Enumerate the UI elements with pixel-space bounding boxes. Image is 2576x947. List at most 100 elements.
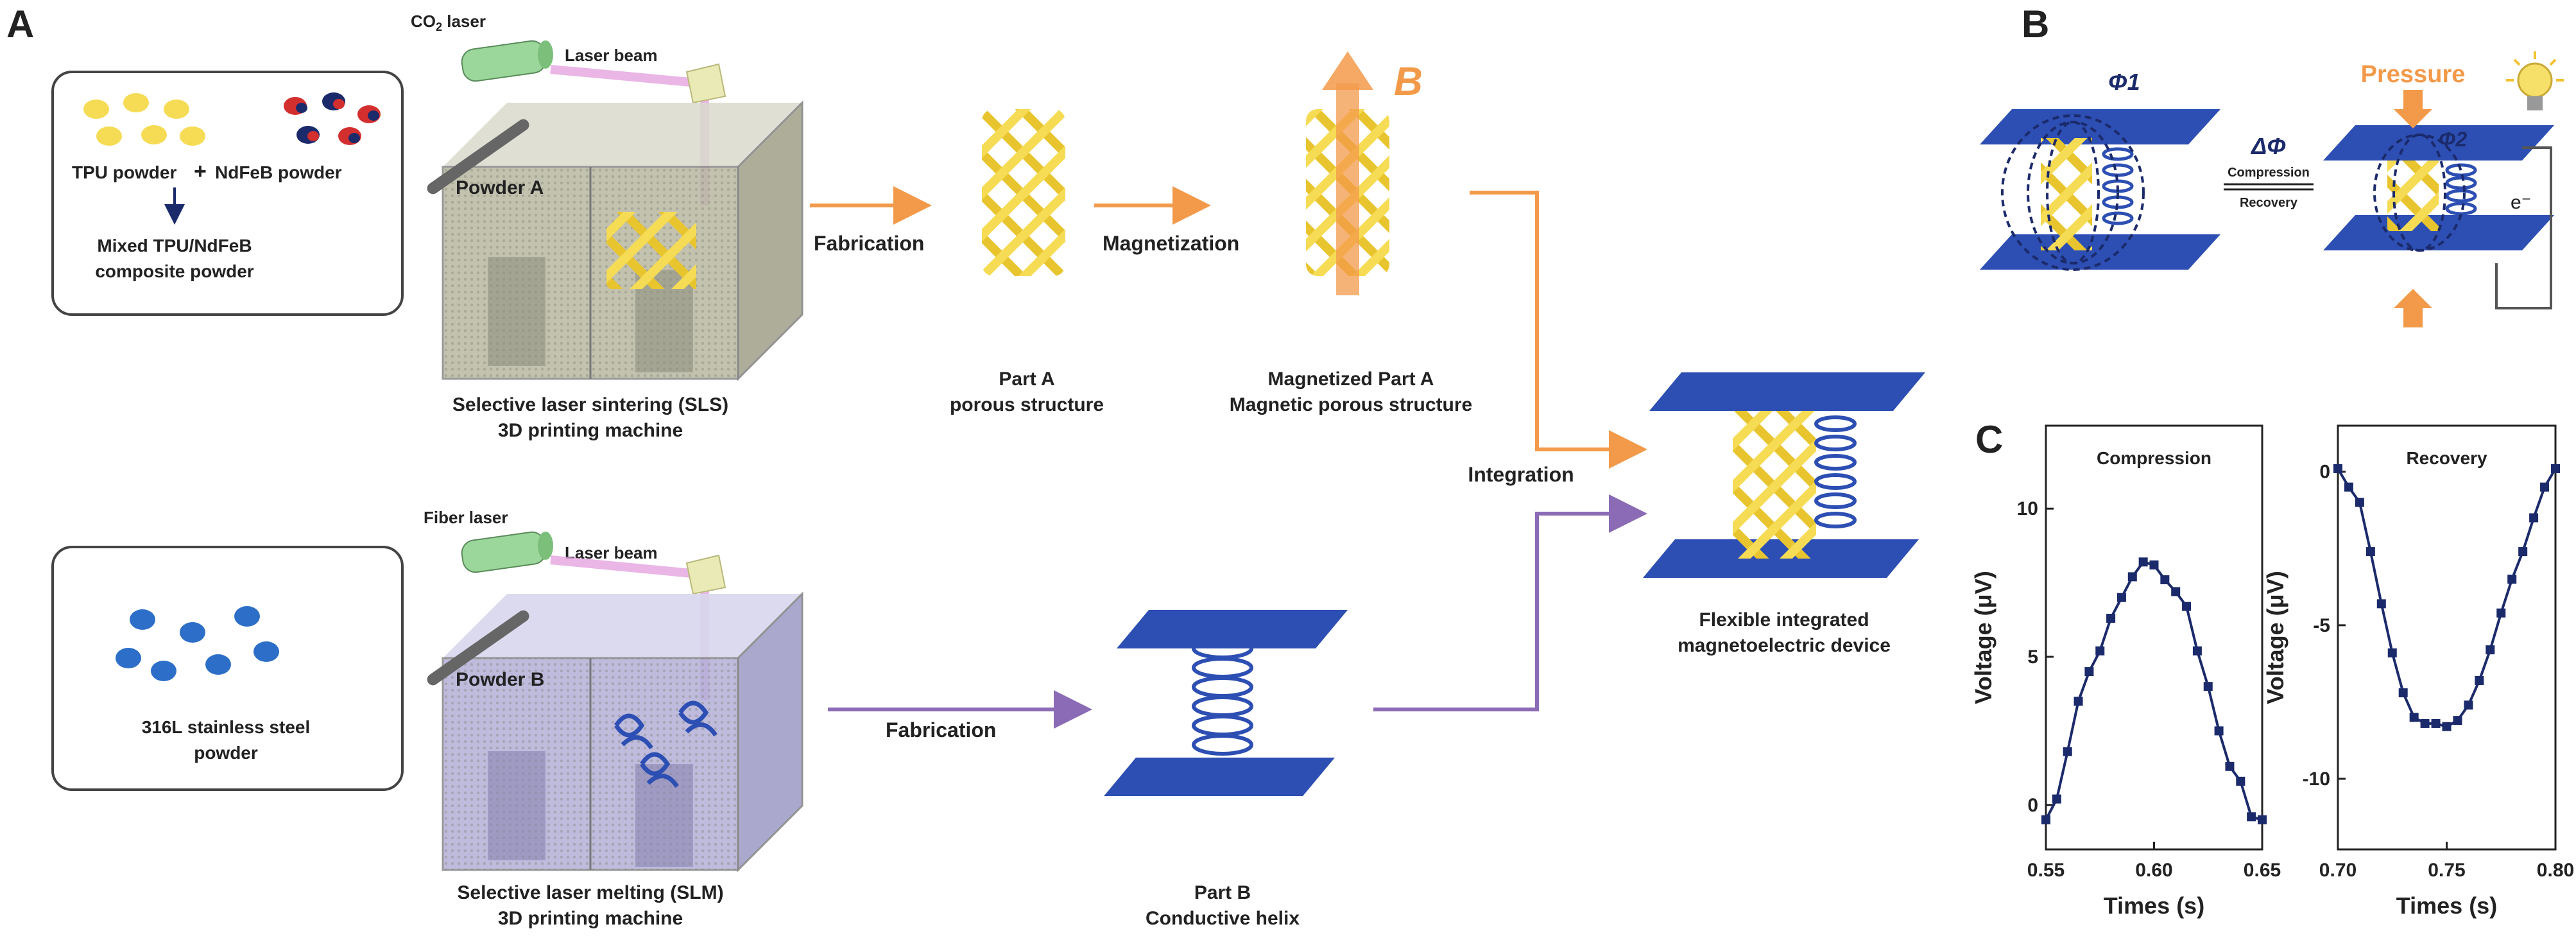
- data-point: [2333, 464, 2342, 473]
- part-a-lattice: [982, 109, 1065, 276]
- y-tick-label: 5: [2027, 647, 2038, 668]
- mag-part-label-1: Magnetized Part A: [1268, 369, 1434, 390]
- pressure-label: Pressure: [2361, 61, 2466, 88]
- light-bulb-icon: [2506, 51, 2564, 110]
- recovery-arrow-label: Recovery: [2240, 196, 2298, 210]
- steel-powder-icon: [116, 606, 279, 681]
- mixed-label-2: composite powder: [95, 261, 253, 281]
- data-point: [2214, 726, 2224, 736]
- circuit-wire: [2495, 146, 2552, 309]
- fiber-laser-label: Fiber laser: [424, 508, 508, 527]
- data-point: [2171, 587, 2181, 596]
- steel-label-2: powder: [194, 743, 258, 763]
- data-point: [2431, 718, 2441, 728]
- data-point: [2149, 560, 2159, 569]
- sls-label-2: 3D printing machine: [498, 420, 683, 441]
- data-point: [2063, 747, 2072, 756]
- chart-title: Recovery: [2406, 448, 2487, 468]
- fabrication-label-bottom: Fabrication: [886, 718, 996, 742]
- data-point: [2084, 667, 2094, 677]
- data-point: [2464, 700, 2473, 710]
- series-line: [2045, 560, 2263, 821]
- steel-label-1: 316L stainless steel: [142, 717, 311, 737]
- data-point: [2387, 648, 2397, 657]
- fiber-laser-icon: [461, 531, 553, 573]
- panel-label-a: A: [6, 3, 34, 46]
- data-point: [2409, 713, 2419, 722]
- mag-part-label-2: Magnetic porous structure: [1230, 394, 1472, 415]
- data-point: [2192, 646, 2202, 656]
- magnetized-part-a: [1306, 51, 1389, 295]
- data-point: [2247, 812, 2256, 822]
- pressure-arrow-down-icon: [2394, 90, 2432, 128]
- data-point: [2127, 572, 2137, 582]
- slm-label-2: 3D printing machine: [498, 908, 683, 929]
- plot-frame: [2045, 424, 2263, 851]
- y-tick-label: 10: [2017, 498, 2038, 519]
- data-point: [2442, 722, 2451, 731]
- scanning-mirror-bottom: [685, 554, 726, 595]
- y-tick-label: -5: [2313, 615, 2330, 636]
- data-point: [2376, 599, 2386, 609]
- data-point: [2074, 697, 2083, 706]
- data-point: [2529, 513, 2539, 523]
- data-point: [2540, 482, 2550, 492]
- data-point: [2551, 464, 2560, 473]
- x-tick-label: 0.65: [2244, 860, 2281, 881]
- printing-part-a: [606, 212, 696, 289]
- panel-b-device-2: [2323, 51, 2564, 327]
- powder-b-label: Powder B: [456, 669, 544, 690]
- plus-sign: +: [194, 159, 207, 184]
- pressure-arrow-up-icon: [2394, 289, 2432, 327]
- data-point: [2160, 575, 2170, 584]
- data-point: [2420, 718, 2430, 728]
- field-arrow-icon: [1322, 51, 1373, 90]
- y-axis-label: Voltage (μV): [2262, 571, 2288, 704]
- data-point: [2236, 776, 2245, 786]
- y-tick-label: 0: [2319, 462, 2330, 483]
- part-a-label-2: porous structure: [950, 394, 1104, 415]
- device-label-1: Flexible integrated: [1699, 609, 1869, 630]
- x-axis-label: Times (s): [2396, 892, 2497, 919]
- phi2-label: Φ2: [2439, 128, 2467, 151]
- data-point: [2355, 498, 2364, 507]
- co2-laser-label: CO2 laser: [411, 12, 486, 33]
- powder-a-label: Powder A: [456, 177, 544, 198]
- x-axis-label: Times (s): [2104, 892, 2204, 919]
- printing-helix-parts: [614, 700, 717, 788]
- data-point: [2138, 557, 2148, 567]
- panel-b-device-1: [1980, 109, 2220, 271]
- integration-label: Integration: [1468, 463, 1574, 486]
- data-point: [2366, 547, 2375, 557]
- series-line: [2337, 467, 2557, 728]
- part-b-label-1: Part B: [1194, 882, 1251, 903]
- data-point: [2052, 794, 2061, 804]
- x-tick-label: 0.80: [2537, 860, 2574, 881]
- mixed-label-1: Mixed TPU/NdFeB: [97, 236, 252, 256]
- y-axis-label: Voltage (μV): [1970, 571, 1996, 704]
- data-point: [2095, 646, 2105, 656]
- data-point: [2182, 602, 2192, 611]
- data-point: [2225, 761, 2235, 771]
- data-point: [2518, 547, 2528, 557]
- part-a-label-1: Part A: [999, 369, 1054, 390]
- part-b-label-2: Conductive helix: [1146, 908, 1300, 929]
- plot-frame: [2337, 424, 2557, 851]
- sls-label-1: Selective laser sintering (SLS): [452, 394, 728, 415]
- y-tick-label: -10: [2303, 769, 2330, 790]
- sls-machine: CO2 laser Laser beam Powder A Selective …: [411, 12, 803, 441]
- integration-arrow-top: [1470, 191, 1647, 469]
- data-point: [2398, 688, 2408, 698]
- data-point: [2344, 482, 2353, 492]
- ndfeb-label: NdFeB powder: [215, 162, 342, 182]
- laser-beam-label: Laser beam: [565, 46, 658, 65]
- data-point: [2475, 675, 2484, 685]
- data-point: [2041, 815, 2050, 824]
- integration-arrow-bottom: [1373, 494, 1647, 711]
- data-point: [2106, 614, 2116, 623]
- device-label-2: magnetoelectric device: [1678, 635, 1891, 656]
- field-label: B: [1394, 60, 1423, 104]
